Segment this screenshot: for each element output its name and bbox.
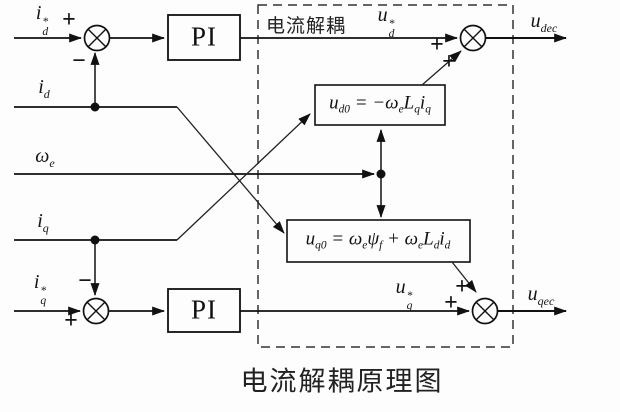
diagram-caption: 电流解耦原理图: [240, 366, 444, 397]
uq0-equation: uq0 = ωeψf + ωeLdid: [305, 228, 451, 252]
ud0-equation: ud0 = −ωeLqiq: [329, 92, 431, 116]
summing-junction-udec: [459, 24, 487, 52]
decoupling-region-title: 电流解耦: [266, 16, 347, 37]
wire-ud0-to-sum2: [421, 50, 462, 86]
label-omega-e: ωe: [35, 145, 55, 170]
plus-sign-sum4-a: +: [455, 274, 469, 300]
label-ud-ref: u*d: [377, 4, 395, 40]
label-udec-output: udec: [530, 10, 558, 35]
plus-sign-sum1: +: [62, 7, 76, 33]
label-id-feedback: id: [38, 76, 50, 101]
summing-junction-uqec: [471, 297, 499, 325]
pi-block-d: [167, 14, 241, 61]
label-uqec-output: uqec: [527, 283, 555, 308]
wire-id-to-uq0-box: [176, 106, 285, 234]
plus-sign-sum2-b: +: [442, 49, 456, 75]
wire-uq0-to-sum4: [451, 261, 477, 293]
ud0-equation-box: [314, 84, 446, 126]
label-uq-ref: u*q: [395, 276, 413, 312]
label-id-ref: i*d: [35, 2, 49, 38]
minus-sign-sum1: −: [72, 48, 86, 74]
summing-junction-q-error: [82, 297, 110, 325]
minus-sign-sum3: −: [78, 268, 92, 294]
plus-sign-sum3: +: [64, 308, 78, 334]
pi-label-q: PI: [190, 294, 218, 325]
node-dot-id: [90, 102, 100, 112]
plus-sign-sum2-a: +: [430, 32, 444, 58]
label-iq-ref: i*q: [33, 271, 47, 307]
pi-label-d: PI: [190, 21, 218, 52]
decoupling-region-border: [257, 4, 514, 348]
uq0-equation-box: [286, 219, 471, 263]
pi-block-q: [167, 288, 241, 333]
plus-sign-sum4-b: +: [444, 290, 458, 316]
summing-junction-d-error: [83, 24, 111, 52]
label-iq-feedback: iq: [37, 210, 49, 235]
wire-iq-to-ud0-box: [176, 113, 311, 241]
